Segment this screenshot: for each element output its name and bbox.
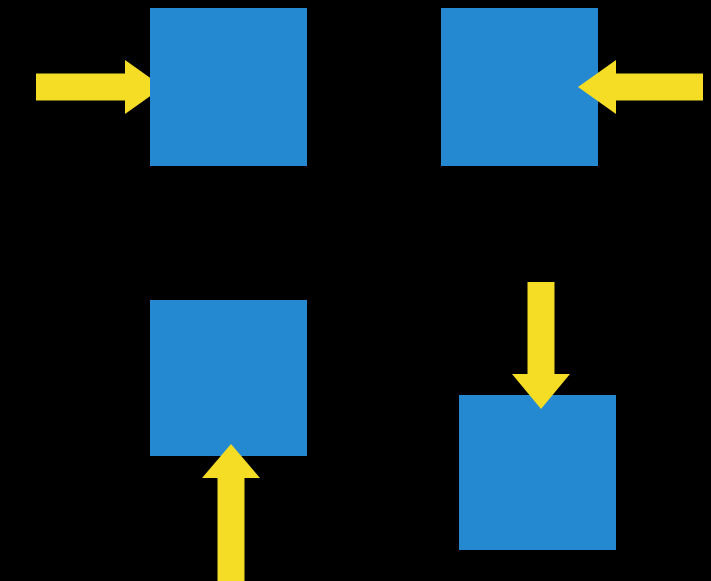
arrow-into-box-2-icon bbox=[578, 60, 703, 114]
node-box-3[interactable] bbox=[150, 300, 307, 456]
node-box-1[interactable] bbox=[150, 8, 307, 166]
arrow-into-box-3-icon bbox=[202, 444, 260, 581]
arrow-into-box-4-icon bbox=[512, 282, 570, 409]
node-box-2[interactable] bbox=[441, 8, 598, 166]
arrow-into-box-1-icon bbox=[36, 60, 163, 114]
node-box-4[interactable] bbox=[459, 395, 616, 550]
